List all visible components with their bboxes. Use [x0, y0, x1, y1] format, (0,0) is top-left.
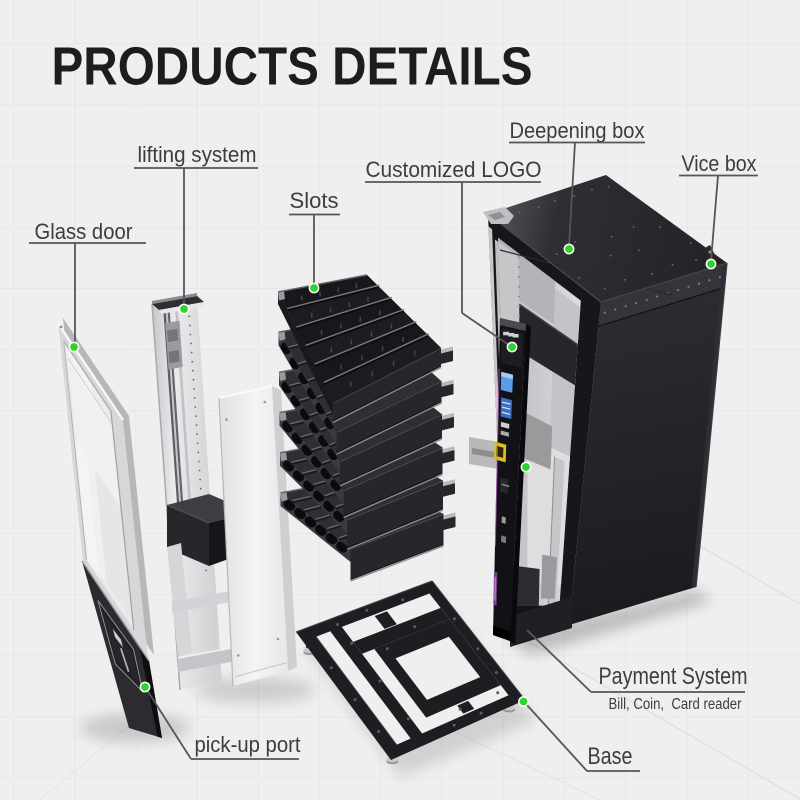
svg-text:Payment System: Payment System — [599, 663, 748, 690]
svg-text:Bill, Coin, Card reader: Bill, Coin, Card reader — [609, 696, 742, 713]
svg-text:Slots: Slots — [290, 188, 339, 213]
svg-text:Glass door: Glass door — [35, 219, 133, 244]
svg-text:Base: Base — [588, 743, 633, 770]
svg-text:Deepening box: Deepening box — [510, 118, 645, 143]
svg-text:lifting system: lifting system — [138, 142, 257, 167]
svg-text:Customized LOGO: Customized LOGO — [366, 157, 542, 182]
svg-text:Vice box: Vice box — [682, 151, 757, 176]
svg-text:PRODUCTS DETAILS: PRODUCTS DETAILS — [52, 37, 533, 97]
svg-text:pick-up port: pick-up port — [195, 732, 301, 757]
